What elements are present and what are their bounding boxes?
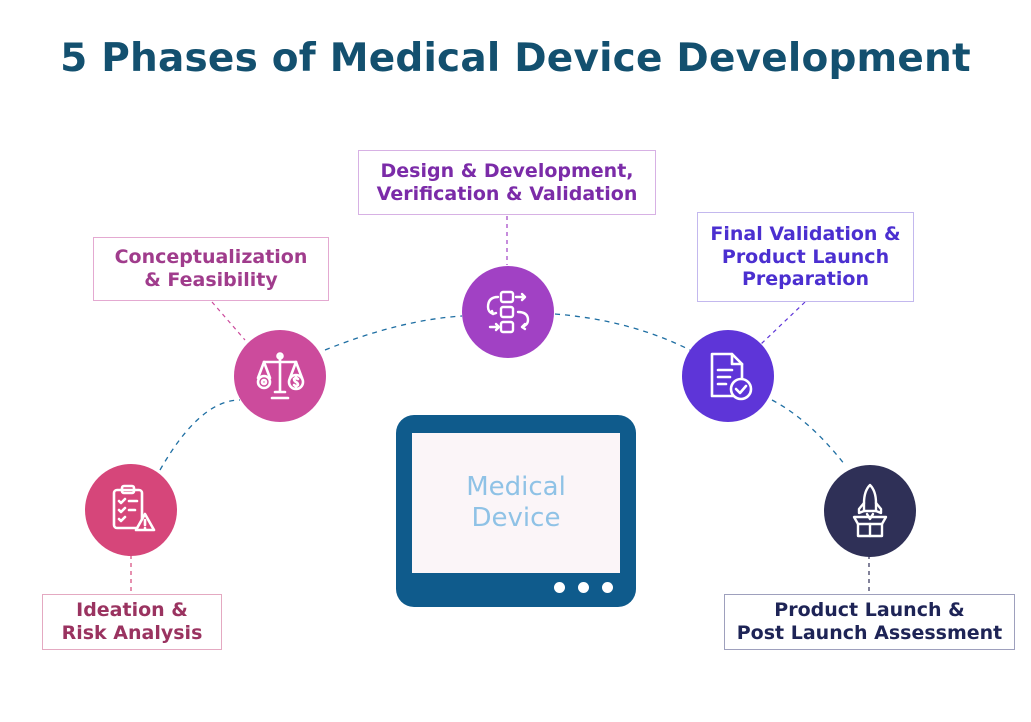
phase-2-line-2: & Feasibility <box>144 269 278 291</box>
phase-1-circle <box>85 464 177 556</box>
phase-2-circle <box>234 330 326 422</box>
monitor-dot-2 <box>578 582 589 593</box>
balance-scale-icon <box>256 352 305 400</box>
rocket-box-icon <box>852 483 888 538</box>
phase-4-line-3: Preparation <box>742 268 869 291</box>
phase-1-line-1: Ideation & <box>76 599 188 622</box>
phase-4-line-1: Final Validation & <box>710 222 901 245</box>
monitor-dot-1 <box>554 582 565 593</box>
monitor-dot-3 <box>602 582 613 593</box>
phase-5-line-2: Post Launch Assessment <box>736 622 1003 644</box>
phase-2-label: Conceptualization & Feasibility <box>93 237 329 301</box>
clipboard-warning-icon <box>112 484 156 532</box>
phase-3-label: Design & Development, Verification & Val… <box>358 150 656 215</box>
page-title: 5 Phases of Medical Device Development <box>60 36 971 81</box>
monitor-screen: Medical Device <box>412 433 620 573</box>
center-label-line-2: Device <box>471 503 561 533</box>
phase-4-label: Final Validation & Product Launch Prepar… <box>697 212 914 302</box>
phase-3-line-1: Design & Development, <box>380 159 634 182</box>
center-label-line-1: Medical <box>466 471 566 502</box>
phase-3-circle <box>462 266 554 358</box>
leader-phase-2 <box>211 301 246 341</box>
medical-device-monitor: Medical Device <box>396 415 636 607</box>
phase-2-line-1: Conceptualization <box>114 246 308 269</box>
phase-1-label: Ideation & Risk Analysis <box>42 594 222 650</box>
process-flow-icon <box>486 290 530 334</box>
phase-5-line-1: Product Launch & <box>774 599 965 622</box>
phase-5-label: Product Launch & Post Launch Assessment <box>724 594 1015 650</box>
phase-4-line-2: Product Launch <box>721 245 890 268</box>
phase-1-line-2: Risk Analysis <box>61 622 203 644</box>
leader-phase-4 <box>759 301 806 346</box>
phase-4-circle <box>682 330 774 422</box>
phase-5-circle <box>824 465 916 557</box>
document-check-icon <box>710 352 753 401</box>
phase-3-line-2: Verification & Validation <box>376 182 638 205</box>
